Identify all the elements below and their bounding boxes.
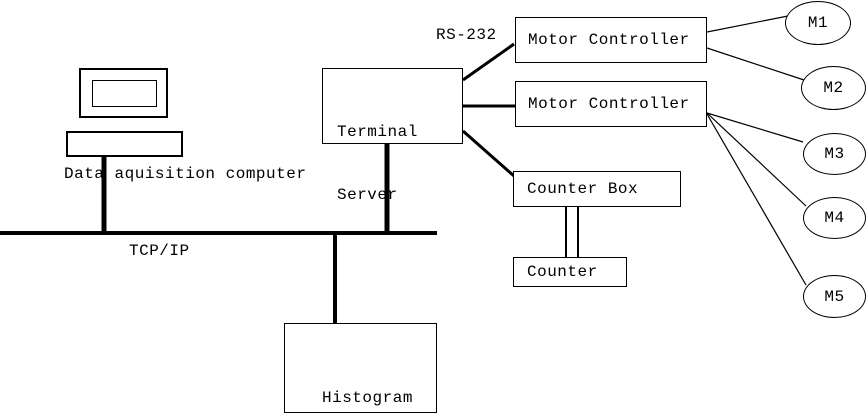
terminal-server-label-line2: Server — [337, 186, 398, 204]
motor-node-m2: M2 — [801, 66, 866, 110]
motor-node-m3: M3 — [803, 133, 866, 175]
computer-keyboard-icon — [66, 131, 183, 157]
motor-node-m5: M5 — [803, 275, 866, 318]
histogram-memory-box: Histogram Memory — [284, 323, 437, 413]
computer-screen-icon — [92, 80, 157, 107]
motor-controller-1-box: Motor Controller — [515, 17, 707, 63]
terminal-server-label-line1: Terminal — [337, 123, 418, 141]
terminal-to-counter-box-line — [462, 129, 515, 178]
motor-controller-2-label: Motor Controller — [528, 95, 690, 113]
motor-m2-label: M2 — [823, 79, 844, 97]
counter-box: Counter — [513, 257, 627, 287]
motor-controller-2-to-m3-line — [706, 112, 804, 143]
motor-controller-1-to-m2-line — [706, 47, 805, 81]
motor-controller-1-label: Motor Controller — [528, 31, 690, 49]
motor-controller-1-to-m1-line — [706, 15, 789, 33]
motor-controller-2-to-m5-line — [706, 113, 807, 286]
data-acquisition-computer-label: Data aquisition computer — [64, 165, 307, 183]
motor-controller-2-box: Motor Controller — [515, 81, 707, 127]
motor-m5-label: M5 — [824, 287, 845, 306]
motor-m3-label: M3 — [824, 145, 845, 163]
counter-box-label: Counter Box — [527, 180, 639, 198]
motor-m1-label: M1 — [807, 14, 829, 32]
histogram-memory-label-line1: Histogram — [322, 389, 413, 407]
terminal-to-motor-controller-1-line — [462, 42, 515, 82]
tcp-ip-label: TCP/IP — [129, 242, 190, 260]
motor-m4-label: M4 — [824, 209, 845, 227]
terminal-server-box: Terminal Server — [322, 68, 463, 204]
motor-node-m4: M4 — [803, 197, 866, 239]
counter-label: Counter — [527, 263, 598, 281]
rs-232-label: RS-232 — [436, 26, 497, 44]
counter-box-box: Counter Box — [513, 171, 681, 207]
motor-controller-2-to-m4-line — [706, 112, 807, 207]
motor-node-m1: M1 — [785, 1, 851, 45]
